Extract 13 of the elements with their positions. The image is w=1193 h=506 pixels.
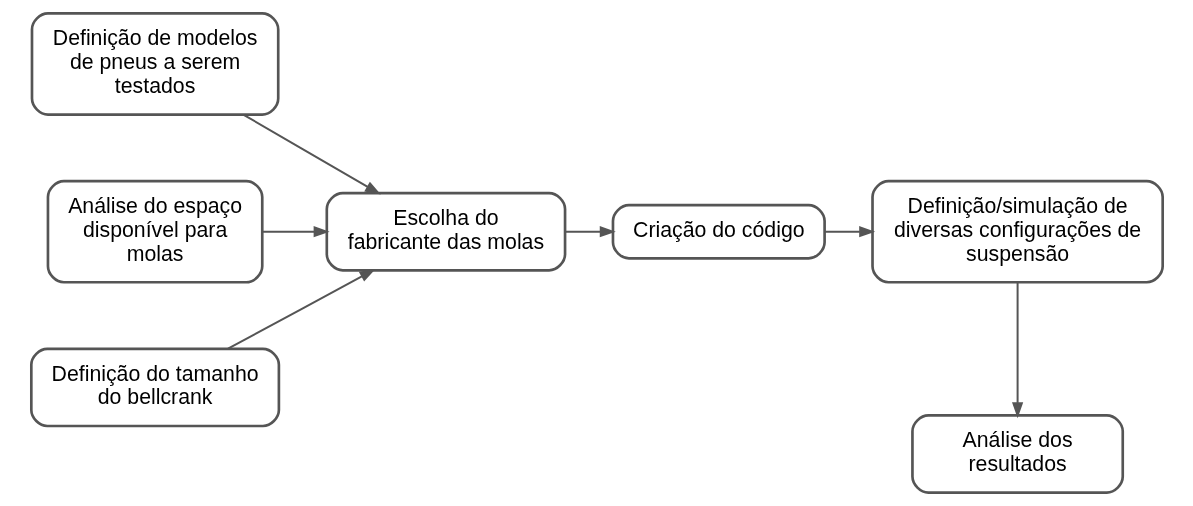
arrow [823,226,875,238]
arrow [563,226,616,238]
node-box: Escolha do fabricante das molas [325,191,566,272]
arrow [226,269,376,350]
node-box: Definição de modelos de pneus a serem testados [30,12,280,116]
arrow [242,113,381,195]
node-box: Análise do espaço disponível para molas [46,179,264,284]
node-box: Definição/simulação de diversas configurações de suspensão [870,179,1164,284]
node-box: Definição do tamanho do bellcrank [29,347,280,428]
node-box: Criação do código [611,203,826,260]
arrow [1011,281,1023,419]
arrow [261,226,330,238]
node-box: Análise dos resultados [910,414,1124,494]
